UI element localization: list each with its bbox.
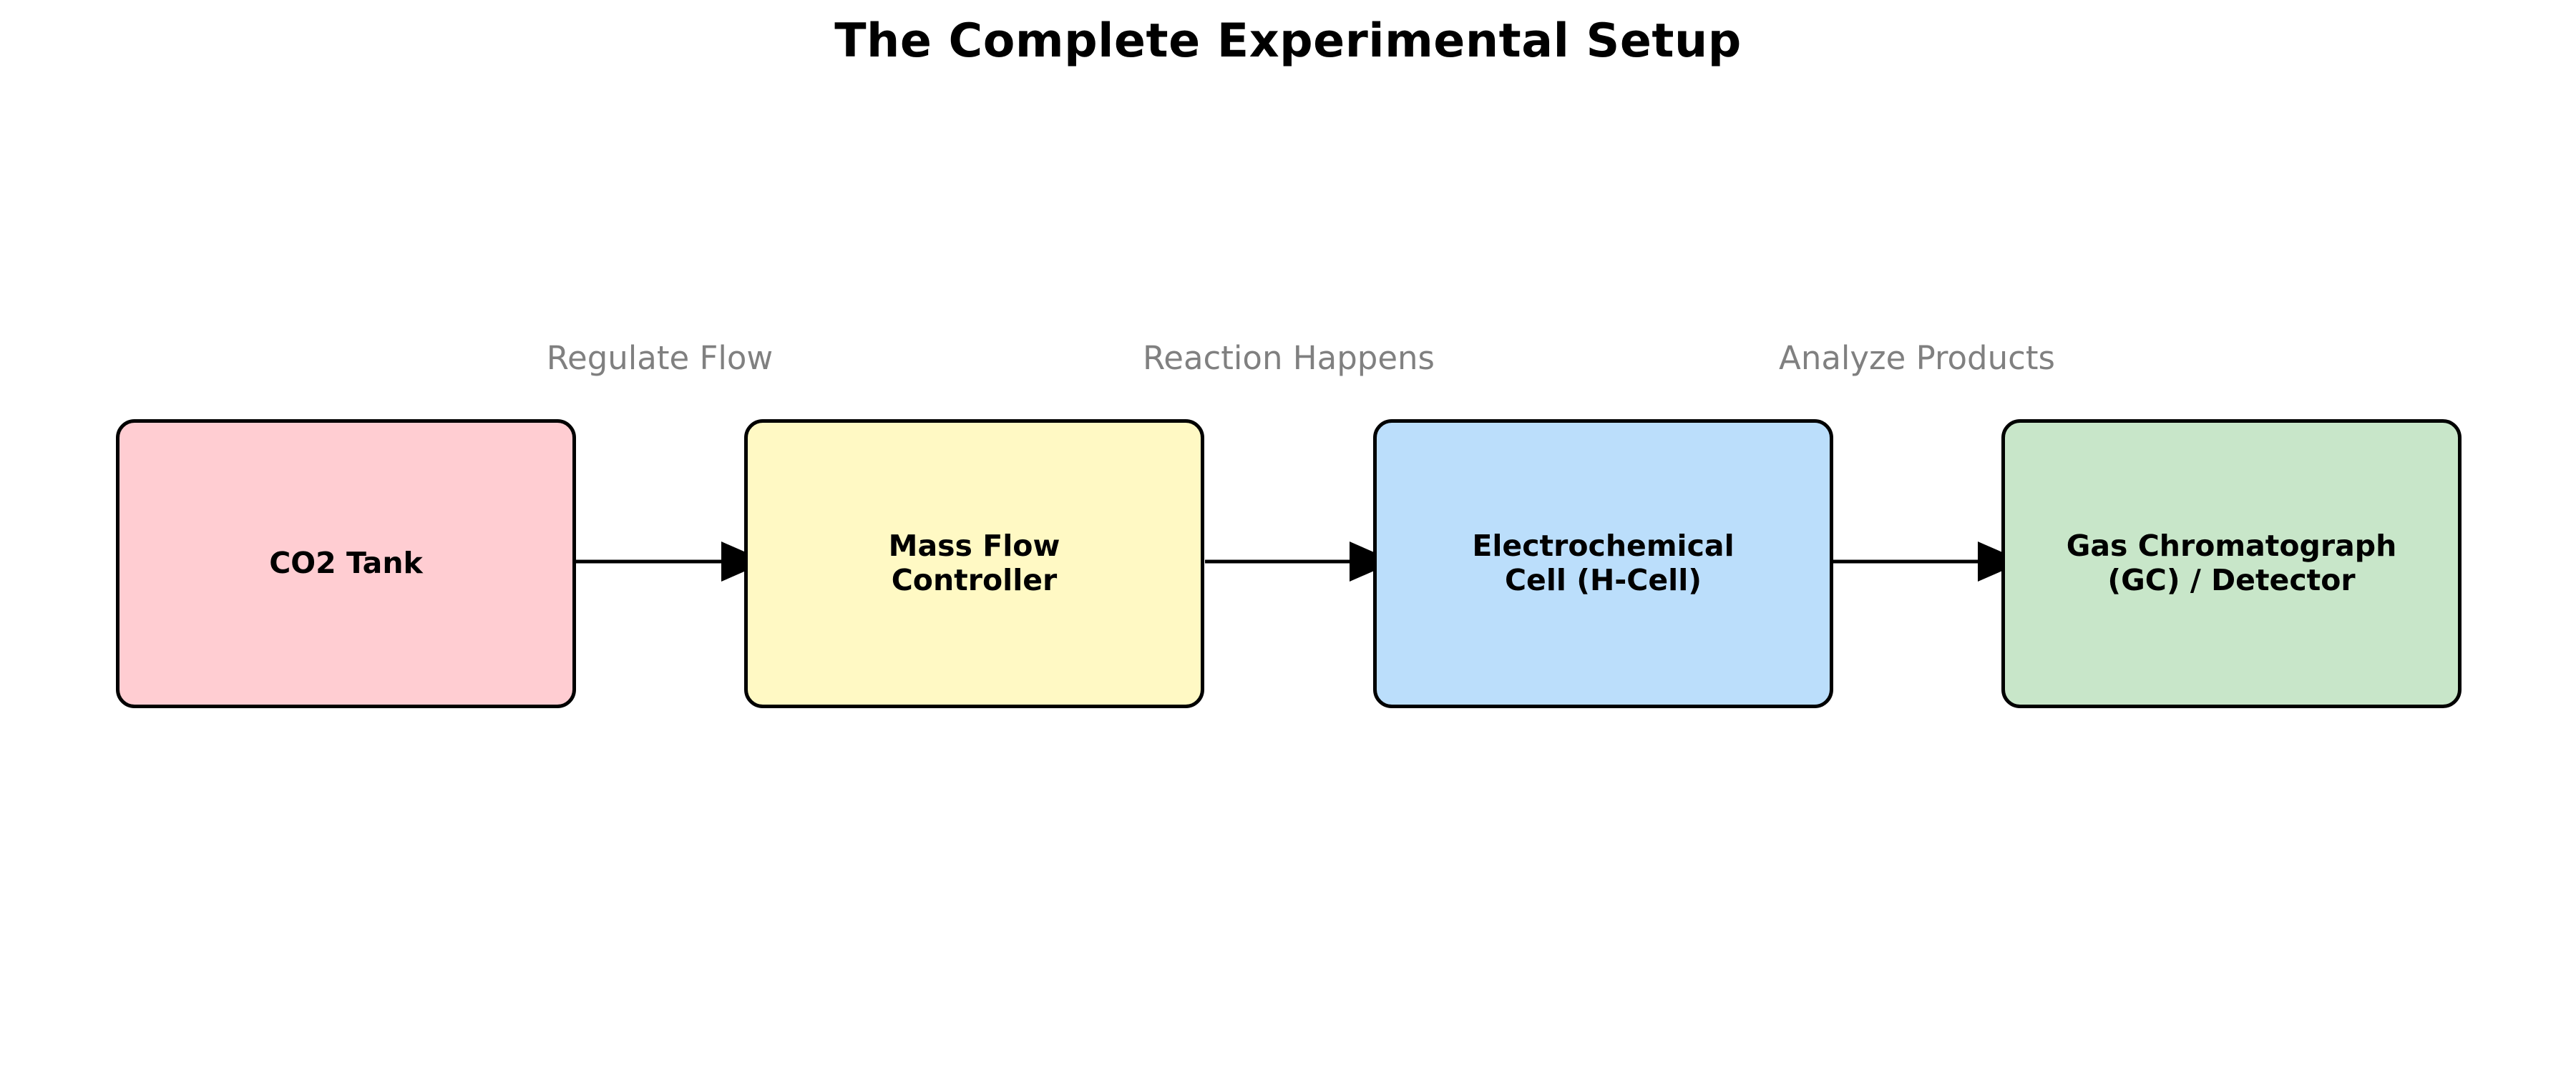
node-electrochemical-cell-label: Electrochemical Cell (H-Cell) — [1472, 529, 1735, 597]
arrowhead-right-icon — [1350, 542, 1395, 582]
edge-label-analyze-products: Analyze Products — [1779, 339, 2055, 377]
node-co2-tank: CO2 Tank — [116, 419, 576, 708]
flow-arrow-3 — [1833, 542, 2024, 582]
page-title: The Complete Experimental Setup — [834, 14, 1742, 68]
node-mass-flow-controller: Mass Flow Controller — [744, 419, 1204, 708]
node-electrochemical-cell: Electrochemical Cell (H-Cell) — [1373, 419, 1833, 708]
flow-arrow-2 — [1205, 542, 1395, 582]
node-co2-tank-label: CO2 Tank — [269, 546, 423, 581]
edge-label-regulate-flow: Regulate Flow — [546, 339, 774, 377]
node-mass-flow-controller-label: Mass Flow Controller — [888, 529, 1060, 597]
flow-arrow-1 — [576, 542, 767, 582]
edge-label-reaction-happens: Reaction Happens — [1143, 339, 1435, 377]
node-gas-chromatograph: Gas Chromatograph (GC) / Detector — [2001, 419, 2462, 708]
arrowhead-right-icon — [1978, 542, 2024, 582]
node-gas-chromatograph-label: Gas Chromatograph (GC) / Detector — [2066, 529, 2397, 597]
